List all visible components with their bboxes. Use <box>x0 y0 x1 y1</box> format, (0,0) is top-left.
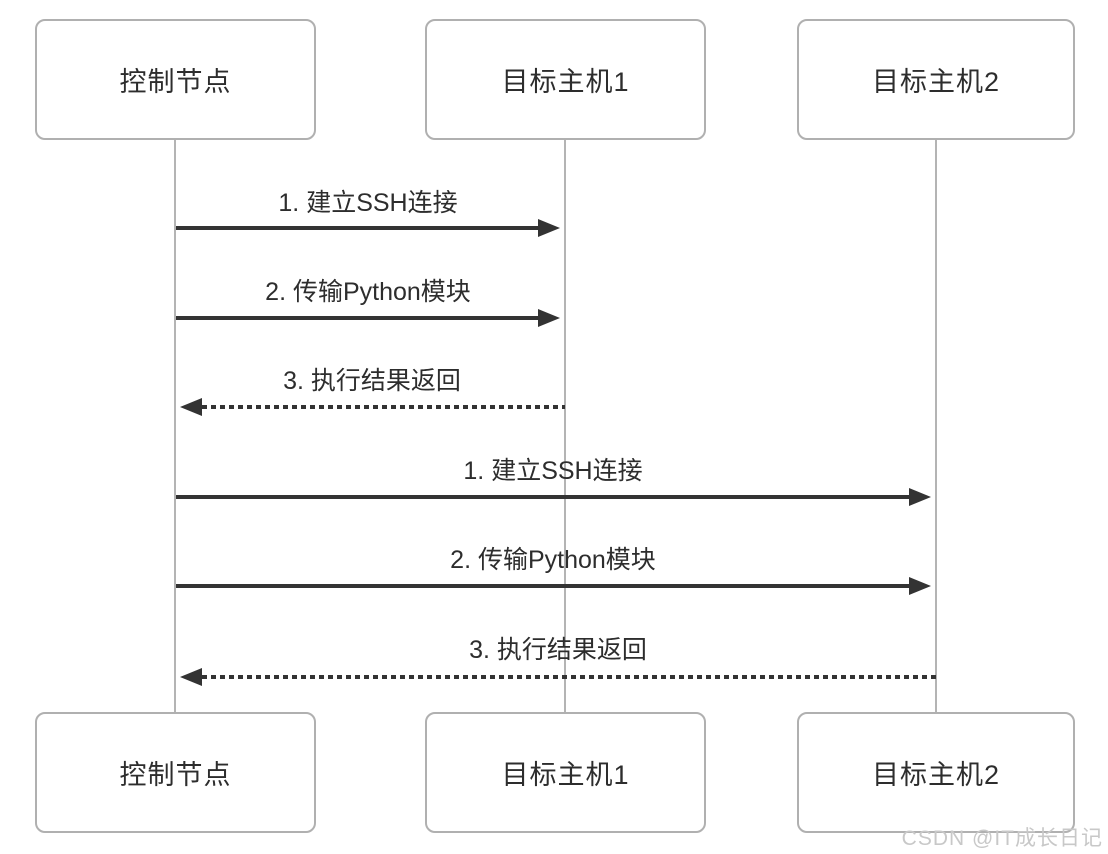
arrowhead-left-icon <box>180 668 202 686</box>
actor-box-target-host-2-top: 目标主机2 <box>797 19 1075 140</box>
message-label-transfer-python-host1: 2. 传输Python模块 <box>265 278 471 306</box>
csdn-watermark: CSDN @IT成长日记 <box>901 827 1103 850</box>
arrow-line-transfer-python-host1 <box>176 316 538 320</box>
message-label-ssh-connect-host1: 1. 建立SSH连接 <box>278 189 458 217</box>
actor-label-control-node: 控制节点 <box>119 67 232 97</box>
actor-box-target-host-2-bottom: 目标主机2 <box>797 712 1075 833</box>
arrow-line-result-return-host2 <box>202 675 936 679</box>
arrowhead-left-icon <box>180 398 202 416</box>
message-label-transfer-python-host2: 2. 传输Python模块 <box>450 546 656 574</box>
actor-box-control-node-top: 控制节点 <box>35 19 316 140</box>
message-label-result-return-host2: 3. 执行结果返回 <box>469 636 647 664</box>
message-label-ssh-connect-host2: 1. 建立SSH连接 <box>463 457 643 485</box>
lifeline-target-host-1 <box>564 140 566 712</box>
actor-label-target-host-1: 目标主机1 <box>501 67 630 97</box>
actor-label-target-host-2: 目标主机2 <box>871 67 1001 97</box>
actor-label-target-host-2: 目标主机2 <box>871 760 1001 790</box>
actor-box-target-host-1-bottom: 目标主机1 <box>425 712 706 833</box>
message-label-result-return-host1: 3. 执行结果返回 <box>283 367 461 395</box>
actor-label-control-node: 控制节点 <box>119 760 232 790</box>
arrowhead-right-icon <box>538 219 560 237</box>
lifeline-control-node <box>174 140 176 712</box>
lifeline-target-host-2 <box>935 140 937 712</box>
arrow-line-result-return-host1 <box>202 405 565 409</box>
actor-box-control-node-bottom: 控制节点 <box>35 712 316 833</box>
arrowhead-right-icon <box>909 577 931 595</box>
actor-box-target-host-1-top: 目标主机1 <box>425 19 706 140</box>
actor-label-target-host-1: 目标主机1 <box>501 760 630 790</box>
arrowhead-right-icon <box>909 488 931 506</box>
arrow-line-ssh-connect-host2 <box>176 495 909 499</box>
arrowhead-right-icon <box>538 309 560 327</box>
arrow-line-ssh-connect-host1 <box>176 226 538 230</box>
arrow-line-transfer-python-host2 <box>176 584 909 588</box>
